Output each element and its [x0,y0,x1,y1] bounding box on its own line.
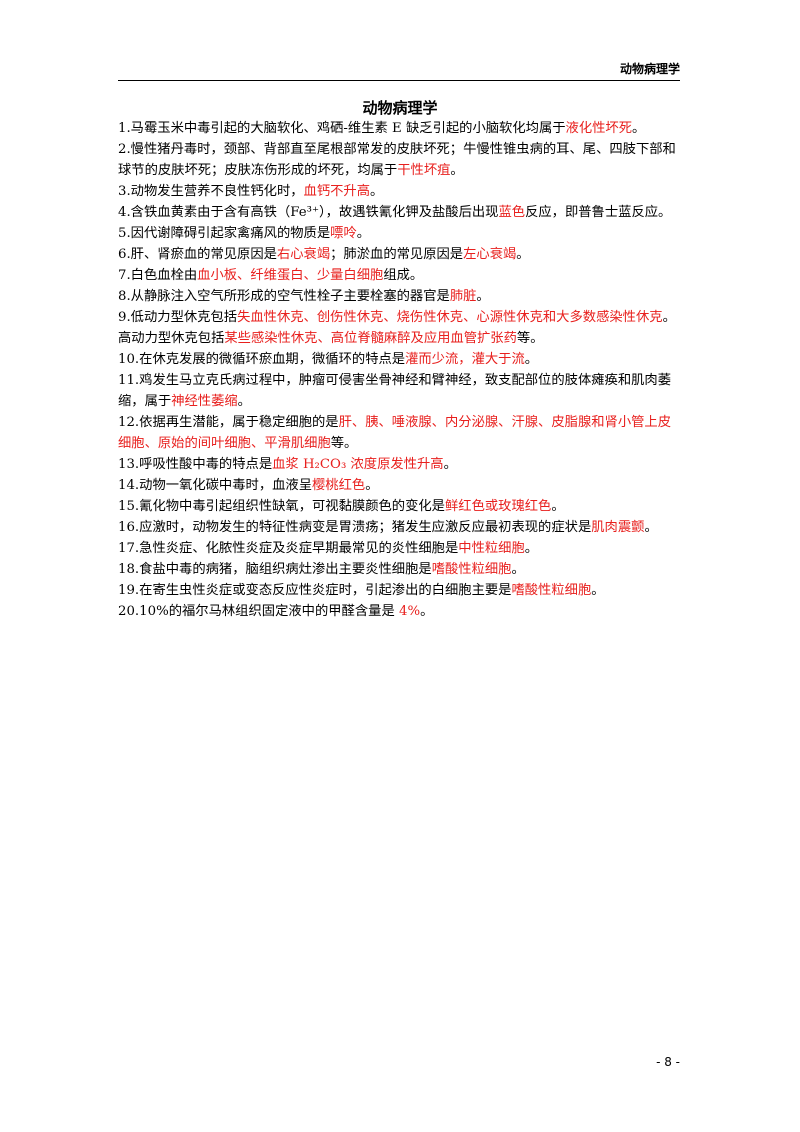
question-text: ；肺淤血的常见原因是 [330,247,464,262]
answer-highlight: 血浆 H₂CO₃ 浓度原发性升高 [272,457,444,472]
answer-highlight: 血小板、纤维蛋白、少量白细胞 [197,268,384,283]
question-text: 13.呼吸性酸中毒的特点是 [118,457,273,472]
question-text: 11.鸡发生马立克氏病过程中，肿瘤可侵害坐骨神经和臂神经，致支配部位的肢体瘫痪和… [118,373,672,409]
question-text: 。 [644,520,658,535]
question-text: 16.应激时，动物发生的特征性病变是胃溃疡；猪发生应激反应最初表现的症状是 [118,520,592,535]
answer-highlight: 某些感染性休克、高位脊髓麻醉及应用血管扩张药 [224,331,517,346]
question-text: 。 [551,499,565,514]
question-text: 。 [632,121,646,136]
answer-highlight: 左心衰竭 [463,247,517,262]
question-text: 。 [511,562,525,577]
question-text: 反应，即普鲁士蓝反应。 [525,205,672,220]
question-text: 等。 [516,331,544,346]
question-text: 12.依据再生潜能，属于稳定细胞的是 [118,415,339,430]
question-text: 。 [524,541,539,556]
list-item: 15.氰化物中毒引起组织性缺氧，可视黏膜颜色的变化是鲜红色或玫瑰红色。 [118,496,684,517]
answer-highlight: 鲜红色或玫瑰红色 [444,499,552,514]
list-item: 20.10%的福尔马林组织固定液中的甲醛含量是 4%。 [118,601,684,622]
answer-highlight: 中性粒细胞 [458,541,525,556]
list-item: 5.因代谢障碍引起家禽痛风的物质是嘌呤。 [118,223,684,244]
question-text: 。 [365,478,379,493]
question-text: 5.因代谢障碍引起家禽痛风的物质是 [118,226,331,241]
question-text: 。 [370,184,384,199]
answer-highlight: 肌肉震颤 [591,520,645,535]
answer-highlight: 干性坏疽 [397,163,451,178]
answer-highlight: 嘌呤 [330,226,357,241]
question-text: 7.白色血栓由 [118,268,198,283]
question-text: 组成。 [383,268,424,283]
answer-highlight: 右心衰竭 [276,247,331,262]
question-text: 18.食盐中毒的病猪，脑组织病灶渗出主要炎性细胞是 [118,562,432,577]
list-item: 3.动物发生营养不良性钙化时，血钙不升高。 [118,181,684,202]
question-text: 等。 [330,436,358,451]
answer-highlight: 蓝色 [498,205,526,220]
question-text: 6.肝、肾瘀血的常见原因是 [118,247,277,262]
list-item: 18.食盐中毒的病猪，脑组织病灶渗出主要炎性细胞是嗜酸性粒细胞。 [118,559,684,580]
question-text: 9.低动力型休克包括 [118,310,238,325]
list-item: 16.应激时，动物发生的特征性病变是胃溃疡；猪发生应激反应最初表现的症状是肌肉震… [118,517,684,538]
answer-highlight: 灌而少流，灌大于流 [405,352,525,367]
question-text: 19.在寄生虫性炎症或变态反应性炎症时，引起渗出的白细胞主要是 [118,583,512,598]
question-text: 20.10%的福尔马林组织固定液中的甲醛含量是 [118,604,399,619]
question-text: 1.马霉玉米中毒引起的大脑软化、鸡硒-维生素 E 缺乏引起的小脑软化均属于 [118,121,566,136]
question-text: 17.急性炎症、化脓性炎症及炎症早期最常见的炎性细胞是 [118,541,459,556]
question-text: 。 [356,226,371,241]
list-item: 8.从静脉注入空气所形成的空气性栓子主要栓塞的器官是肺脏。 [118,286,684,307]
question-text: 3.动物发生营养不良性钙化时， [118,184,304,199]
question-text: 4.含铁血黄素由于含有高铁（Fe³⁺），故遇铁氰化钾及盐酸后出现 [118,205,499,220]
answer-highlight: 肝、胰、唾液腺、内分泌腺、汗腺、皮脂腺和肾小管上皮细胞、原始的间叶细胞、平滑肌细… [118,415,672,451]
list-item: 13.呼吸性酸中毒的特点是血浆 H₂CO₃ 浓度原发性升高。 [118,454,684,475]
question-text: 10.在休克发展的微循环瘀血期，微循环的特点是 [118,352,406,367]
answer-highlight: 血钙不升高 [303,184,371,199]
running-title: 动物病理学 [619,62,680,76]
list-item: 1.马霉玉米中毒引起的大脑软化、鸡硒-维生素 E 缺乏引起的小脑软化均属于液化性… [118,118,684,139]
list-item: 19.在寄生虫性炎症或变态反应性炎症时，引起渗出的白细胞主要是嗜酸性粒细胞。 [118,580,684,601]
answer-highlight: 嗜酸性粒细胞 [511,583,592,598]
question-text: 。 [524,352,539,367]
question-text: 。 [476,289,490,304]
list-item: 7.白色血栓由血小板、纤维蛋白、少量白细胞组成。 [118,265,684,286]
answer-highlight: 樱桃红色 [312,478,366,493]
answer-highlight: 嗜酸性粒细胞 [431,562,512,577]
answer-highlight: 神经性萎缩 [171,394,238,409]
question-text: 2.慢性猪丹毒时，颈部、背部直至尾根部常发的皮肤坏死；牛慢性锥虫病的耳、尾、四肢… [118,142,676,178]
list-item: 2.慢性猪丹毒时，颈部、背部直至尾根部常发的皮肤坏死；牛慢性锥虫病的耳、尾、四肢… [118,139,684,181]
question-text: 。 [237,394,251,409]
question-text: 。 [516,247,530,262]
question-text: 。 [420,604,434,619]
question-text: 。高动力型休克包括 [118,310,676,346]
answer-highlight: 失血性休克、创伤性休克、烧伤性休克、心源性休克和大多数感染性休克 [237,310,663,325]
list-item: 14.动物一氧化碳中毒时，血液呈樱桃红色。 [118,475,684,496]
page-title: 动物病理学 [362,99,438,117]
answer-highlight: 肺脏 [449,289,477,304]
list-item: 4.含铁血黄素由于含有高铁（Fe³⁺），故遇铁氰化钾及盐酸后出现蓝色反应，即普鲁… [118,202,684,223]
question-text: 14.动物一氧化碳中毒时，血液呈 [118,478,313,493]
question-list: 1.马霉玉米中毒引起的大脑软化、鸡硒-维生素 E 缺乏引起的小脑软化均属于液化性… [118,118,684,622]
question-text: 。 [450,163,464,178]
list-item: 10.在休克发展的微循环瘀血期，微循环的特点是灌而少流，灌大于流。 [118,349,684,370]
list-item: 12.依据再生潜能，属于稳定细胞的是肝、胰、唾液腺、内分泌腺、汗腺、皮脂腺和肾小… [118,412,684,454]
list-item: 9.低动力型休克包括失血性休克、创伤性休克、烧伤性休克、心源性休克和大多数感染性… [118,307,684,349]
page-number: - 8 - [656,1055,680,1069]
list-item: 11.鸡发生马立克氏病过程中，肿瘤可侵害坐骨神经和臂神经，致支配部位的肢体瘫痪和… [118,370,684,412]
question-text: 15.氰化物中毒引起组织性缺氧，可视黏膜颜色的变化是 [118,499,445,514]
list-item: 17.急性炎症、化脓性炎症及炎症早期最常见的炎性细胞是中性粒细胞。 [118,538,684,559]
question-text: 。 [443,457,457,472]
answer-highlight: 液化性坏死 [565,121,633,136]
page-header: 动物病理学 [118,60,680,81]
question-text: 。 [591,583,605,598]
answer-highlight: 4% [398,604,421,619]
list-item: 6.肝、肾瘀血的常见原因是右心衰竭；肺淤血的常见原因是左心衰竭。 [118,244,684,265]
question-text: 8.从静脉注入空气所形成的空气性栓子主要栓塞的器官是 [118,289,450,304]
